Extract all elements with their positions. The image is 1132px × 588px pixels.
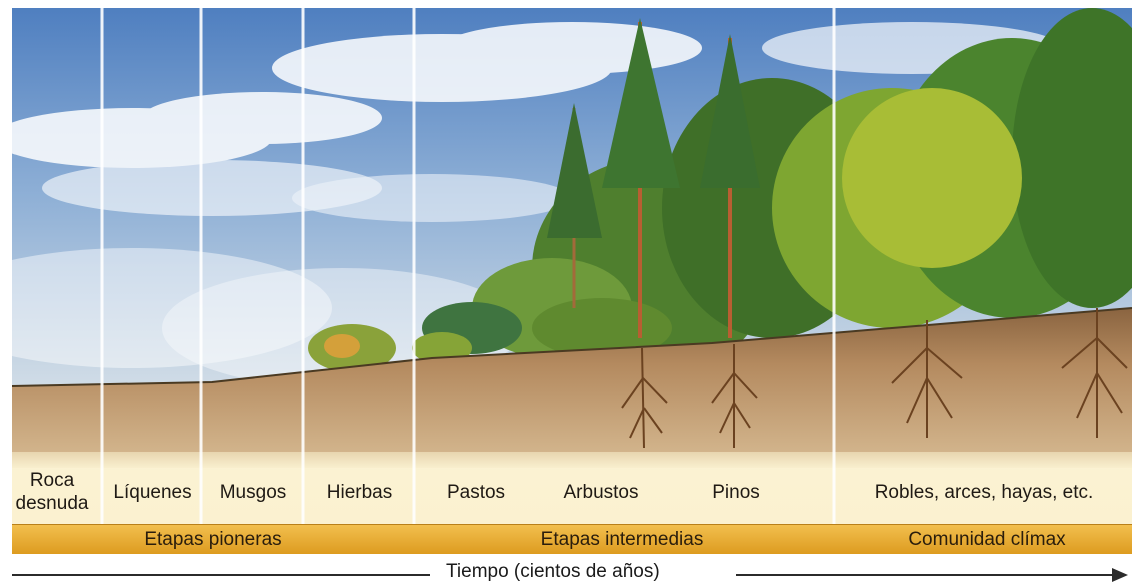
stage-label-pinos: Pinos [712,481,760,503]
pine-trees [547,18,760,338]
time-axis: Tiempo (cientos de años) [0,555,1132,588]
stage-label-musgos: Musgos [219,481,287,503]
time-axis-line-left [12,574,430,576]
shrubs [308,298,672,372]
ground-soil [12,308,1132,468]
stage-label-pastos: Pastos [446,481,506,503]
stage-label-roca-desnuda: Roca desnuda [15,470,89,514]
stage-label-arbustos: Arbustos [563,481,639,503]
ecological-succession-figure: Roca desnuda Líquenes Musgos Hierbas Pas… [12,8,1132,554]
succession-scene [12,8,1132,524]
stage-label-liquenes: Líquenes [113,481,192,503]
ground-surface [12,307,1132,387]
phase-label-intermedias: Etapas intermedias [540,529,704,550]
stage-label-robles: Robles, arces, hayas, etc. [874,481,1094,503]
phase-label-climax: Comunidad clímax [908,529,1066,550]
roots [621,308,1128,449]
time-axis-line-right [736,574,1116,576]
phase-label-pioneras: Etapas pioneras [144,529,282,550]
time-axis-arrowhead [1112,568,1128,582]
stage-label-band [12,452,1132,524]
time-axis-label: Tiempo (cientos de años) [446,561,660,582]
stage-label-hierbas: Hierbas [326,481,393,503]
stage-dividers [100,8,836,524]
phase-band: Etapas pioneras Etapas intermedias Comun… [12,524,1132,554]
